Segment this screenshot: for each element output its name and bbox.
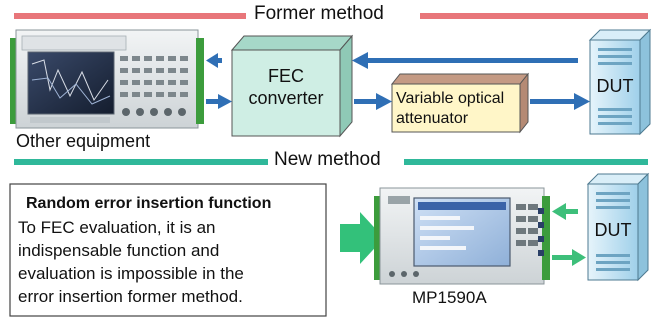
dut-new-icon (586, 172, 650, 282)
feature-title: Random error insertion function (26, 195, 272, 212)
former-method-bar-left (14, 13, 246, 19)
former-method-bar-right (420, 13, 648, 19)
variable-optical-attenuator-box (390, 72, 530, 134)
new-arrows (552, 203, 586, 266)
other-equipment-icon (10, 29, 204, 129)
feature-text-line4: error insertion former method. (18, 287, 243, 306)
former-arrows (206, 52, 590, 110)
fec-converter-box (230, 34, 354, 138)
former-method-heading: Former method (254, 3, 384, 24)
feature-text-line2: indispensable function and (18, 241, 220, 260)
dut-former-label: DUT (596, 76, 634, 96)
dut-new-label: DUT (594, 220, 632, 240)
fec-converter-label-line1: FEC (268, 66, 304, 86)
other-equipment-label: Other equipment (16, 131, 151, 151)
transition-arrow-icon (340, 212, 384, 264)
feature-text-line3: evaluation is impossible in the (18, 264, 244, 283)
feature-text-line1: To FEC evaluation, it is an (18, 218, 216, 237)
mp1590a-label: MP1590A (412, 288, 487, 307)
dut-former-icon (588, 28, 652, 136)
fec-converter-label-line2: converter (248, 88, 324, 108)
attenuator-label-line2: attenuator (396, 110, 469, 127)
feature-text-box (9, 183, 327, 317)
mp1590a-device-icon (374, 187, 550, 285)
new-method-heading: New method (274, 149, 381, 170)
new-method-bar-left (14, 159, 268, 165)
new-method-bar-right (404, 159, 648, 165)
attenuator-label-line1: Variable optical (396, 90, 505, 107)
